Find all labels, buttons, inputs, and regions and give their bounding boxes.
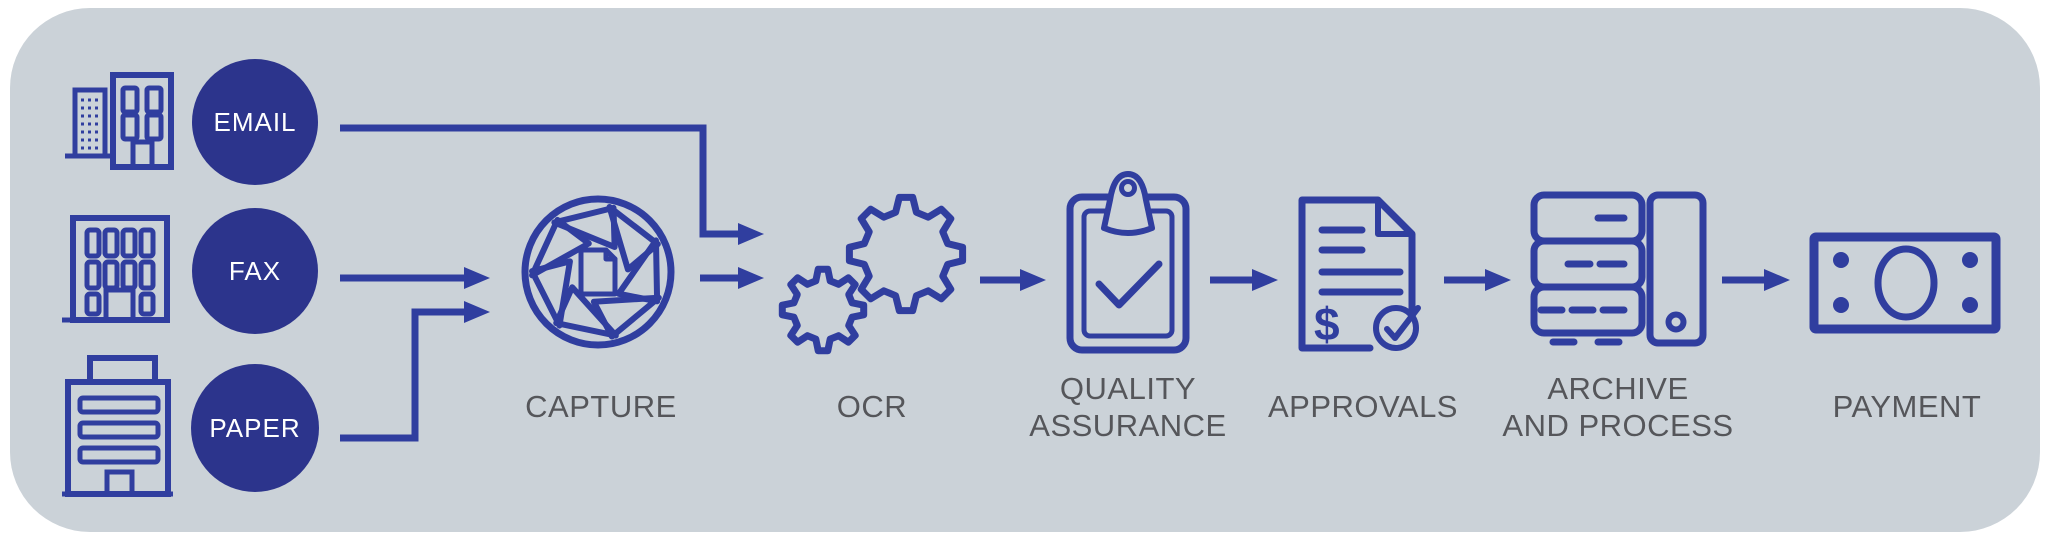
- source-circle-email: EMAIL: [192, 59, 318, 185]
- stage-label-capture: CAPTURE: [525, 389, 677, 424]
- clipboard-check-icon: [1066, 171, 1190, 354]
- small-gear: [778, 265, 868, 355]
- clipboard-clip: [1101, 171, 1155, 236]
- stage-label-payment: PAYMENT: [1832, 389, 1982, 424]
- connector-email-to-ocr: [340, 124, 764, 245]
- banknote-icon: [1809, 232, 2001, 334]
- source-circle-fax: FAX: [192, 208, 318, 334]
- city-buildings-icon: [65, 72, 174, 170]
- archive-tower: [1646, 191, 1707, 347]
- aperture-document-icon: [521, 195, 675, 349]
- large-gear: [845, 193, 967, 315]
- checkmark-glyph: [1095, 260, 1163, 309]
- connector-paper-to-capture: [340, 301, 490, 442]
- approved-circle: [1373, 305, 1419, 351]
- office-building-icon: [62, 215, 170, 323]
- striped-building-icon: [62, 355, 173, 497]
- stage-label-quality-assurance: QUALITY ASSURANCE: [1029, 371, 1227, 443]
- invoice-approved-icon: $: [1298, 196, 1421, 352]
- source-label-email: EMAIL: [213, 106, 297, 137]
- source-label-fax: FAX: [228, 255, 282, 286]
- stage-label-ocr: OCR: [836, 389, 908, 424]
- source-label-paper: PAPER: [209, 412, 301, 443]
- approved-check: [1384, 305, 1421, 341]
- source-circle-paper: PAPER: [191, 364, 319, 492]
- gears-icon: [778, 193, 967, 355]
- stage-label-archive-and-process: ARCHIVE AND PROCESS: [1502, 371, 1734, 443]
- stage-label-approvals: APPROVALS: [1267, 389, 1458, 424]
- server-archive-icon: [1530, 191, 1707, 347]
- dollar-sign-glyph: $: [1314, 298, 1340, 350]
